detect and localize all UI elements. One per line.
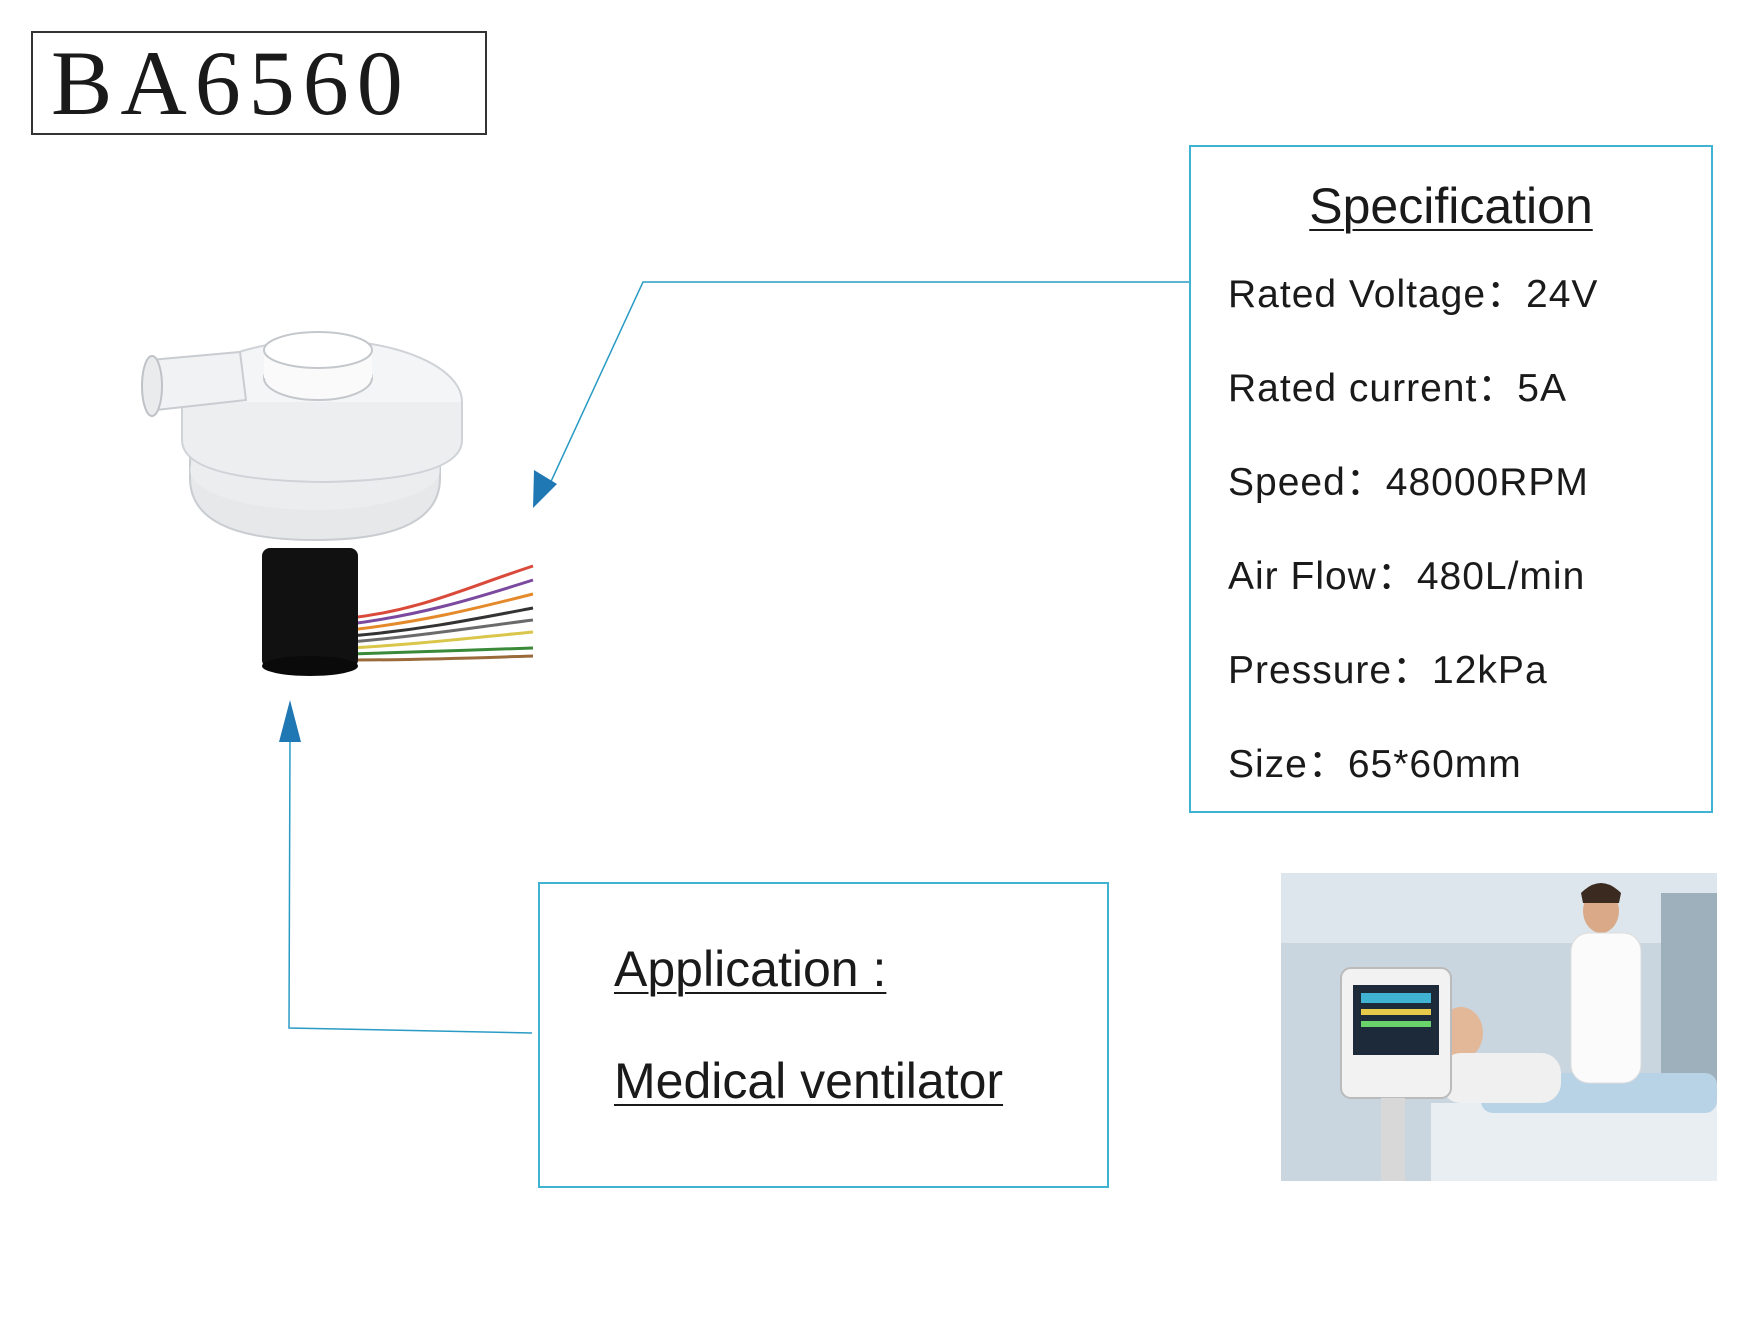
spec-speed: Speed：48000RPM bbox=[1228, 461, 1589, 504]
spec-rated-voltage: Rated Voltage：24V bbox=[1228, 273, 1599, 316]
motor-body bbox=[262, 548, 358, 668]
spec-air-flow: Air Flow：480L/min bbox=[1228, 555, 1586, 598]
spec-size: Size：65*60mm bbox=[1228, 743, 1522, 786]
spec-pressure: Pressure：12kPa bbox=[1228, 649, 1548, 692]
application-value: Medical ventilator bbox=[614, 1053, 1004, 1109]
hospital-ventilator-photo bbox=[1281, 873, 1717, 1181]
spec-connector-line bbox=[547, 281, 1189, 489]
spec-rated-current: Rated current：5A bbox=[1228, 367, 1567, 410]
spec-arrow-head bbox=[533, 470, 557, 508]
specification-title: Specification bbox=[1309, 178, 1593, 234]
application-panel: Application : Medical ventilator bbox=[538, 882, 1109, 1188]
wire-bundle bbox=[349, 564, 534, 662]
model-title-box: BA6560 bbox=[31, 31, 487, 135]
model-title: BA6560 bbox=[51, 32, 411, 134]
app-connector-line bbox=[288, 739, 533, 1034]
specification-panel: Specification Rated Voltage：24V Rated cu… bbox=[1189, 145, 1713, 813]
application-label: Application : bbox=[614, 941, 887, 997]
app-arrow-head bbox=[279, 700, 301, 742]
